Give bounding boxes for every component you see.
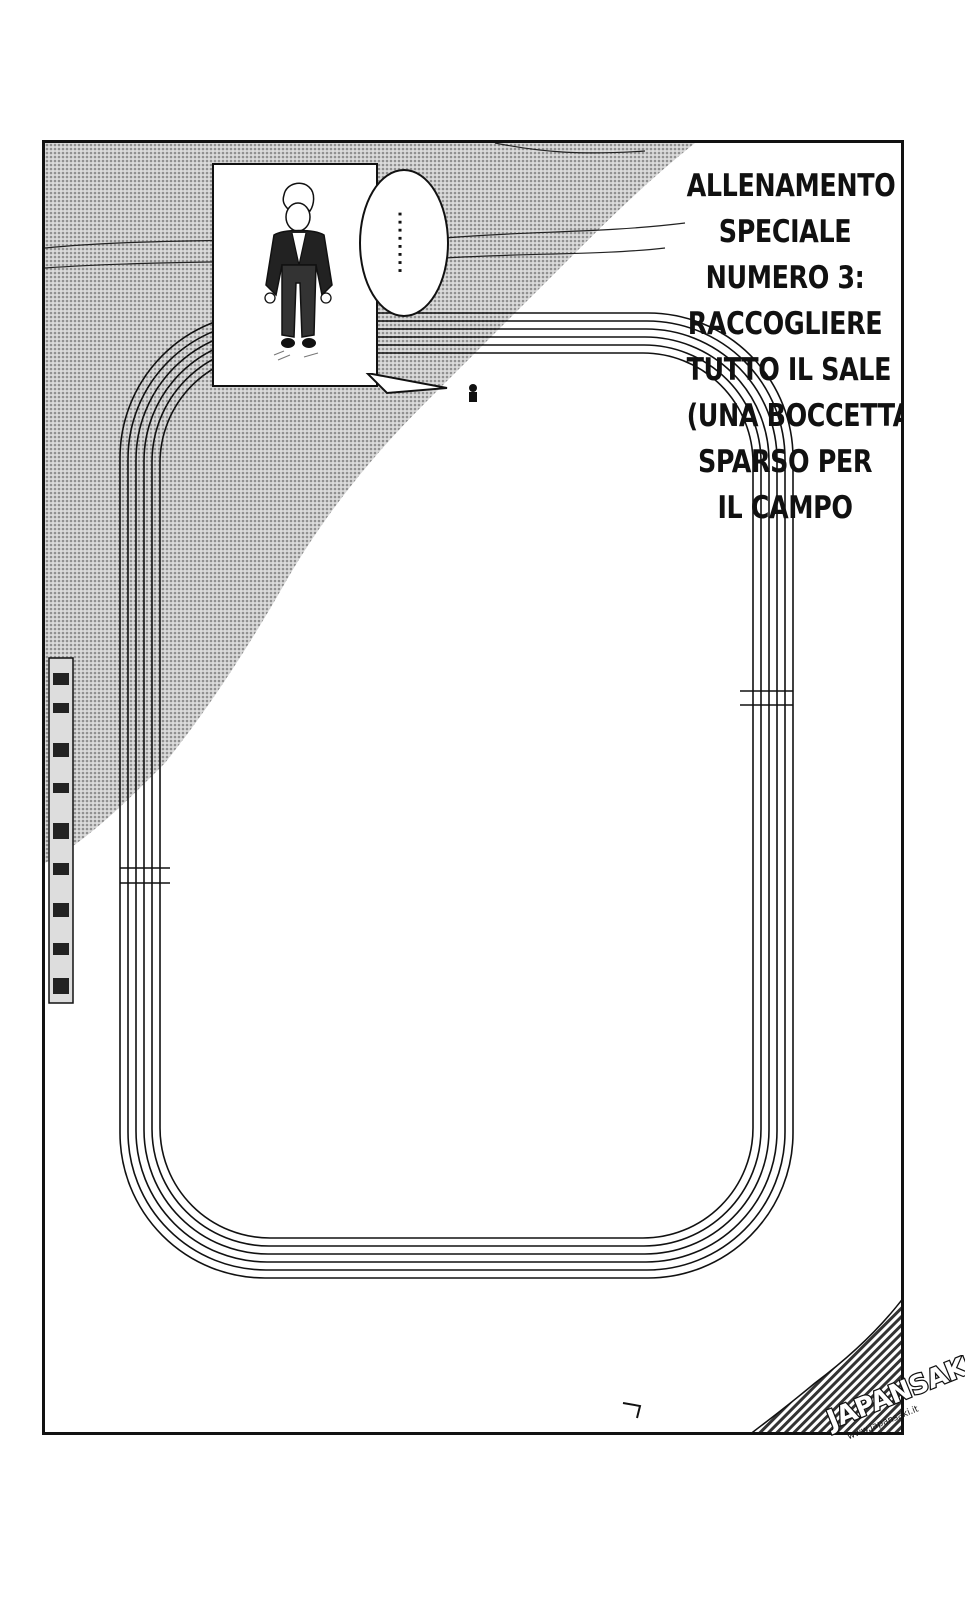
ground-mark [622, 1402, 642, 1419]
caption-line-1: ALLENAMENTO [686, 168, 896, 204]
caption-line-7: SPARSO PER [697, 444, 873, 480]
hatched-corner [751, 1299, 901, 1432]
caption-line-5: TUTTO IL SALE [686, 352, 892, 388]
screentone-shadow [45, 143, 695, 863]
watermark-logo: JAPANSAKI www.japansaki.it [820, 1355, 965, 1442]
caption-line-8: IL CAMPO [717, 490, 853, 526]
caption-line-3: NUMERO 3: [705, 260, 865, 296]
speech-bubble: ........ [359, 169, 449, 317]
caption-line-2: SPECIALE [718, 214, 852, 250]
character-figure [264, 182, 333, 361]
caption-line-4: RACCOGLIERE [687, 306, 883, 342]
bench-marks [53, 673, 69, 994]
track-illustration [45, 143, 901, 1432]
manga-panel: ........ ALLENAMENTO SPECIALE NUMERO 3: … [42, 140, 904, 1435]
caption-text: ALLENAMENTO SPECIALE NUMERO 3: RACCOGLIE… [686, 163, 904, 531]
running-track [119, 312, 794, 1279]
inset-panel [212, 163, 378, 387]
distant-figure [469, 384, 477, 402]
speech-bubble-text: ........ [394, 210, 414, 276]
bubble-tail [365, 373, 448, 395]
caption-line-6: (UNA BOCCETTA) [686, 398, 904, 434]
lane-marks [120, 690, 793, 884]
